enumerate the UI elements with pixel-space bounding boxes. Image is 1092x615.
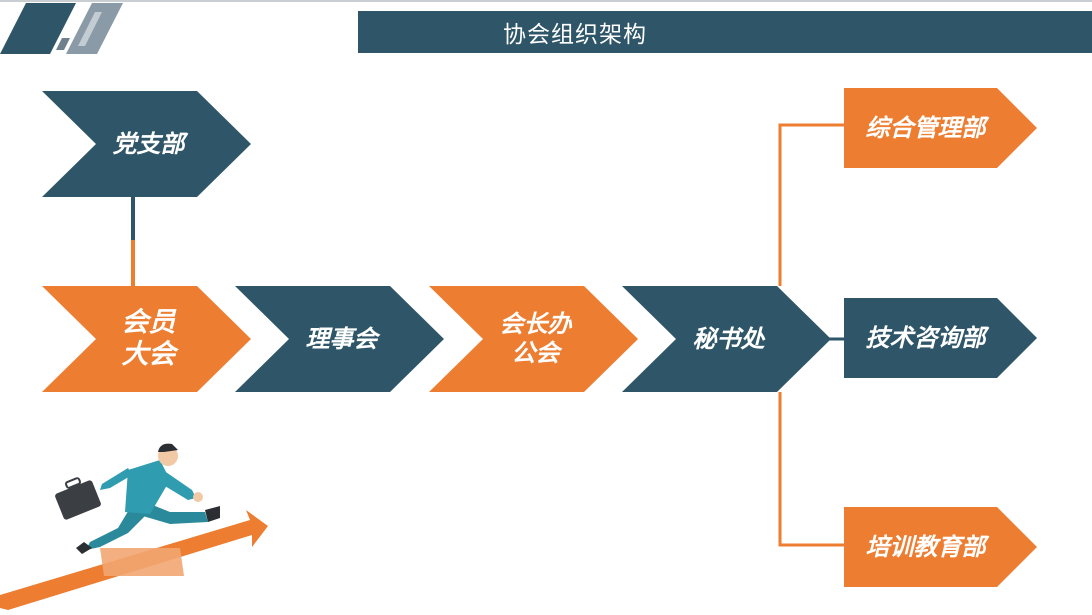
node-general-mgmt: 综合管理部 bbox=[844, 88, 1007, 168]
node-president-office-label: 会长办 公会 bbox=[499, 310, 572, 367]
node-members-assembly-label: 会员 大会 bbox=[121, 306, 176, 370]
members-assembly-shape bbox=[42, 286, 251, 392]
node-council-label: 理事会 bbox=[305, 324, 378, 353]
node-council: 理事会 bbox=[289, 286, 394, 392]
node-secretariat-label: 秘书处 bbox=[692, 324, 765, 353]
node-party-branch: 党支部 bbox=[96, 91, 201, 197]
council-shape bbox=[235, 286, 444, 392]
president-office-shape bbox=[429, 286, 638, 392]
connector-secretariat-general bbox=[778, 123, 845, 286]
training-edu-shape bbox=[844, 507, 1037, 587]
building-corner-graphic bbox=[0, 3, 123, 54]
title-bar: 协会组织架构 bbox=[358, 11, 1092, 53]
node-tech-consult: 技术咨询部 bbox=[844, 298, 1007, 378]
node-secretariat: 秘书处 bbox=[676, 286, 781, 392]
businessman-running-illustration bbox=[0, 443, 268, 610]
node-president-office: 会长办 公会 bbox=[483, 286, 588, 392]
node-members-assembly: 会员 大会 bbox=[96, 286, 201, 392]
connector-secretariat-training bbox=[778, 392, 845, 547]
node-training-edu-label: 培训教育部 bbox=[865, 532, 986, 561]
party-branch-shape bbox=[42, 91, 251, 197]
node-general-mgmt-label: 综合管理部 bbox=[865, 113, 986, 142]
node-party-branch-label: 党支部 bbox=[112, 129, 185, 158]
node-tech-consult-label: 技术咨询部 bbox=[865, 323, 986, 352]
page-title: 协会组织架构 bbox=[503, 22, 647, 48]
tech-consult-shape bbox=[844, 298, 1037, 378]
top-rule bbox=[0, 0, 1092, 2]
secretariat-shape bbox=[622, 286, 831, 392]
node-training-edu: 培训教育部 bbox=[844, 507, 1007, 587]
general-mgmt-shape bbox=[844, 88, 1037, 168]
